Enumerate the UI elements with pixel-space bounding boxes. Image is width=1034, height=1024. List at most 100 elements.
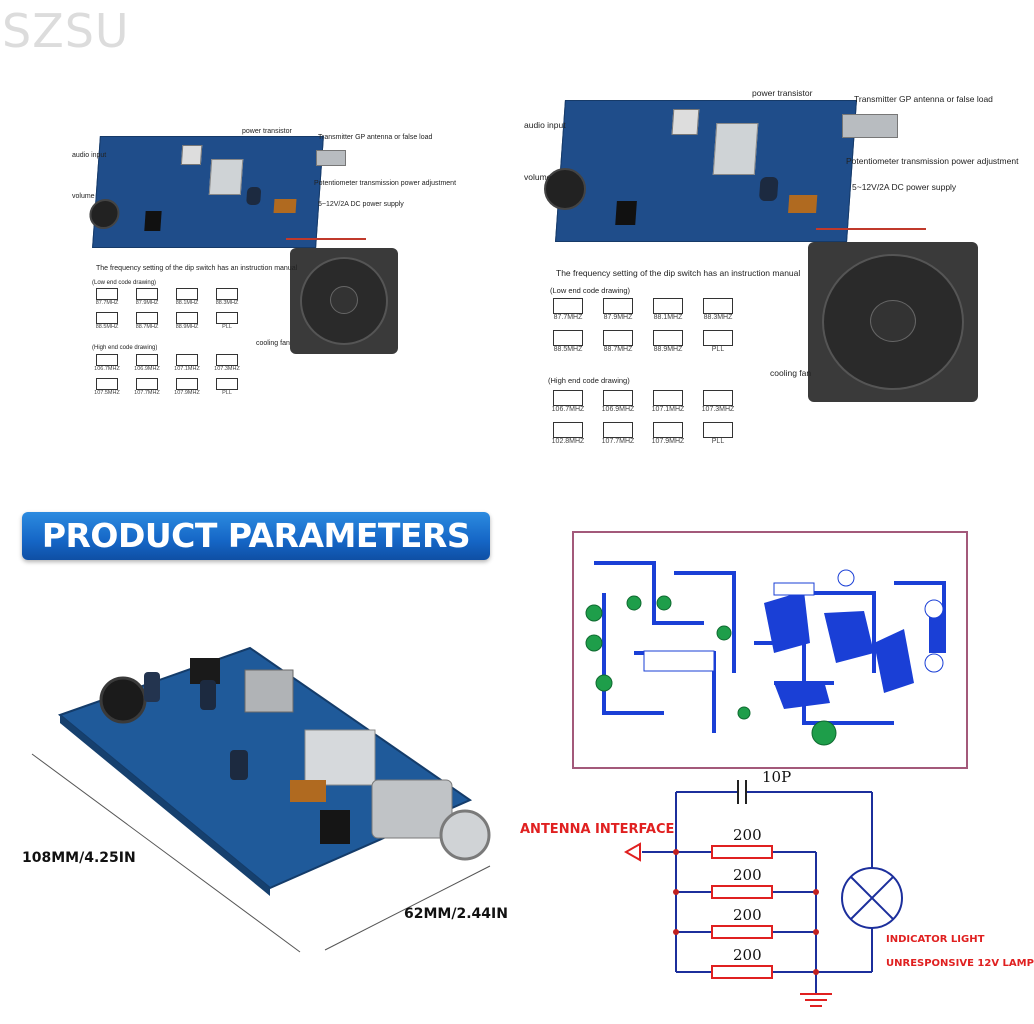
dip-item: 106.9MHZ <box>596 390 640 413</box>
dip-grid-low-small: 87.7MHZ 87.9MHZ 88.1MHZ 88.3MHZ 88.5MHZ … <box>92 288 256 334</box>
resistor-label: 200 <box>733 826 762 844</box>
dip-item: 106.7MHZ <box>92 354 122 372</box>
capacitor-label: 10P <box>762 768 792 786</box>
resistor-label: 200 <box>733 946 762 964</box>
label-dip-manual: The frequency setting of the dip switch … <box>96 265 298 272</box>
dip-item: 107.9MHZ <box>646 422 690 445</box>
coil <box>788 195 818 213</box>
dip-item: 87.7MHZ <box>92 288 122 306</box>
length-dimension-line <box>31 753 301 953</box>
label-power-supply: 5~12V/2A DC power supply <box>318 201 404 208</box>
dip-item: 106.7MHZ <box>546 390 590 413</box>
resistor-symbols <box>711 845 773 979</box>
label-audio-input: audio input <box>72 152 107 159</box>
fan-wire <box>816 228 926 230</box>
bnc-connector <box>316 150 346 166</box>
label-potentiometer: Potentiometer transmission power adjustm… <box>314 180 457 187</box>
capacitor <box>758 177 779 201</box>
dip-item: 107.3MHZ <box>212 354 242 372</box>
dip-item: 88.1MHZ <box>172 288 202 306</box>
label-volume: volume <box>72 193 95 200</box>
dip-item: 102.8MHZ <box>546 422 590 445</box>
dip-item: 107.1MHZ <box>172 354 202 372</box>
panel-small: power transistor Transmitter GP antenna … <box>60 120 460 410</box>
dip-grid-low-large: 87.7MHZ 87.9MHZ 88.1MHZ 88.3MHZ 88.5MHZ … <box>546 298 756 362</box>
label-dip-manual: The frequency setting of the dip switch … <box>556 268 801 278</box>
indicator-lamp-label: UNRESPONSIVE 12V LAMP <box>886 958 1034 969</box>
resistor-label: 200 <box>733 906 762 924</box>
coil <box>273 199 297 213</box>
dip-item: PLL <box>696 422 740 445</box>
dip-item: 107.9MHZ <box>172 378 202 396</box>
dip-item: 88.7MHZ <box>596 330 640 353</box>
width-dimension-line <box>324 865 491 951</box>
potentiometer-knob <box>544 168 586 210</box>
label-high-end: (High end code drawing) <box>548 376 630 385</box>
board-image-small <box>88 136 324 248</box>
dip-item: PLL <box>212 378 242 396</box>
length-label: 108MM/4.25IN <box>22 850 136 866</box>
fan-wire <box>286 238 366 240</box>
dip-item: 107.7MHZ <box>132 378 162 396</box>
label-power-transistor: power transistor <box>752 88 813 98</box>
panel-large: power transistor Transmitter GP antenna … <box>516 84 1019 454</box>
ground-icon <box>800 993 832 1007</box>
dip-item: 107.5MHZ <box>92 378 122 396</box>
transformer <box>180 145 203 165</box>
dip-item: 88.5MHZ <box>546 330 590 353</box>
indicator-light-label: INDICATOR LIGHT <box>886 934 985 945</box>
dip-item: 88.9MHZ <box>646 330 690 353</box>
dip-item: 88.3MHZ <box>696 298 740 321</box>
dip-item: 107.1MHZ <box>646 390 690 413</box>
dip-item: 107.3MHZ <box>696 390 740 413</box>
dip-item: 88.1MHZ <box>646 298 690 321</box>
dip-item: 87.9MHZ <box>596 298 640 321</box>
antenna-schematic <box>623 780 903 1007</box>
dip-item: 87.7MHZ <box>546 298 590 321</box>
label-antenna: Transmitter GP antenna or false load <box>318 134 433 141</box>
capacitor-symbol <box>737 780 747 804</box>
resistor-label: 200 <box>733 866 762 884</box>
transformer <box>671 109 700 135</box>
dip-item: 88.7MHZ <box>132 312 162 330</box>
lamp-icon <box>841 867 903 929</box>
heatsink <box>208 159 244 195</box>
dip-grid-high-small: 106.7MHZ 106.9MHZ 107.1MHZ 107.3MHZ 107.… <box>92 354 256 400</box>
label-volume: volume <box>524 172 552 182</box>
label-potentiometer: Potentiometer transmission power adjustm… <box>846 156 1019 166</box>
antenna-interface-label: ANTENNA INTERFACE <box>520 822 675 837</box>
bnc-connector <box>842 114 898 138</box>
dip-item: PLL <box>212 312 242 330</box>
dip-item: 87.9MHZ <box>132 288 162 306</box>
dip-item: PLL <box>696 330 740 353</box>
width-label: 62MM/2.44IN <box>404 906 508 922</box>
dip-switch <box>144 211 162 231</box>
dip-switch <box>615 201 637 225</box>
label-power-supply: 5~12V/2A DC power supply <box>852 182 957 192</box>
cooling-fan-image-small <box>290 248 398 354</box>
product-parameters-banner: PRODUCT PARAMETERS <box>22 512 490 560</box>
pcb-traces <box>585 561 946 746</box>
label-cooling-fan: cooling fan <box>770 368 812 378</box>
dip-item: 106.9MHZ <box>132 354 162 372</box>
dip-item: 107.7MHZ <box>596 422 640 445</box>
product-photo <box>31 646 491 953</box>
label-high-end: (High end code drawing) <box>92 345 158 351</box>
label-low-end: (Low end code drawing) <box>92 280 157 286</box>
capacitor <box>246 187 262 205</box>
dip-item: 88.5MHZ <box>92 312 122 330</box>
label-cooling-fan: cooling fan <box>256 340 290 347</box>
label-antenna: Transmitter GP antenna or false load <box>854 94 993 104</box>
pcb-layout <box>572 531 968 769</box>
cooling-fan-image-large <box>808 242 978 402</box>
dip-item: 88.3MHZ <box>212 288 242 306</box>
label-power-transistor: power transistor <box>242 128 292 135</box>
banner-title: PRODUCT PARAMETERS <box>41 516 471 555</box>
dip-grid-high-large: 106.7MHZ 106.9MHZ 107.1MHZ 107.3MHZ 102.… <box>546 390 756 454</box>
label-audio-input: audio input <box>524 120 566 130</box>
label-low-end: (Low end code drawing) <box>550 286 631 295</box>
potentiometer-knob <box>88 199 121 229</box>
board-image-large <box>555 100 857 242</box>
heatsink <box>712 123 759 175</box>
watermark: SZSU <box>2 4 130 58</box>
